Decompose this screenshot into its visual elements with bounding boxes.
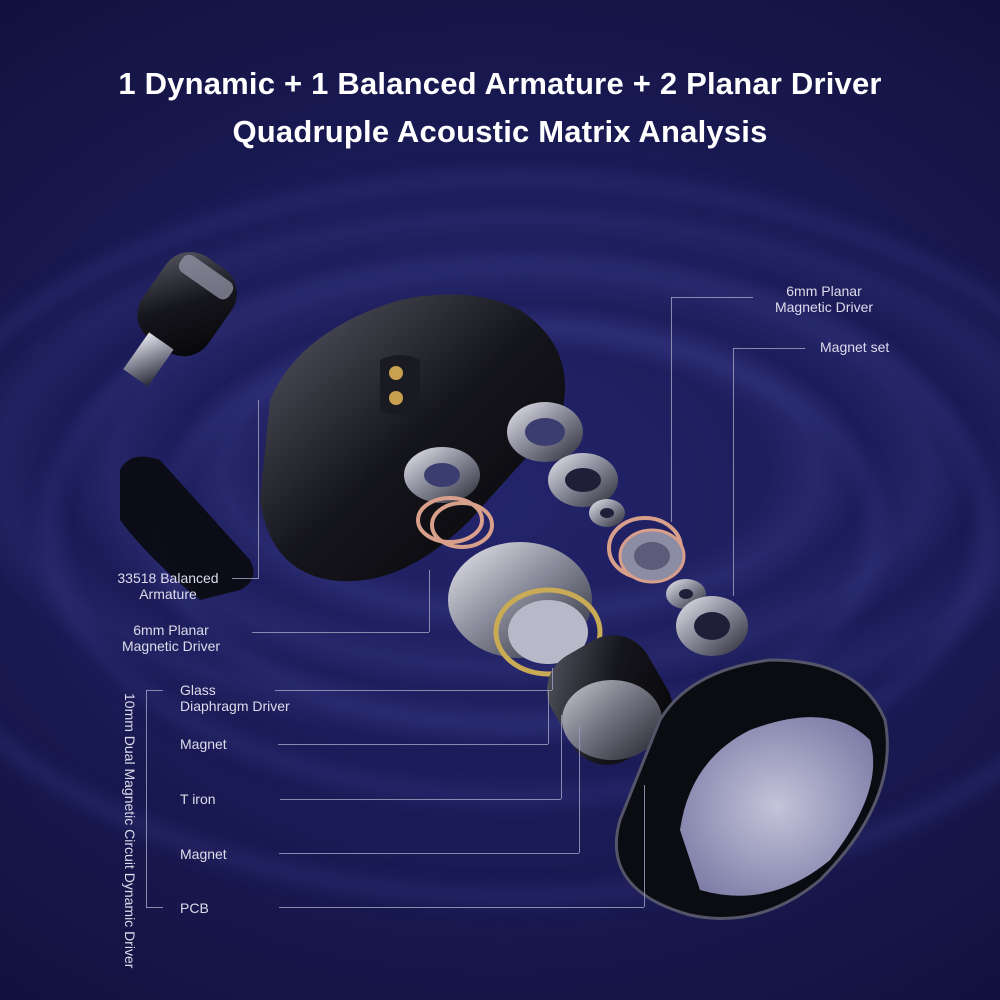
- label-line: 33518 Balanced: [117, 570, 219, 586]
- leader-line: [279, 853, 579, 854]
- leader-line: [552, 668, 553, 690]
- headline-line1: 1 Dynamic + 1 Balanced Armature + 2 Plan…: [118, 66, 882, 101]
- label-magnet-2: Magnet: [180, 846, 227, 862]
- group-bracket: [146, 690, 163, 691]
- label-pcb: PCB: [180, 900, 209, 916]
- label-magnet-set: Magnet set: [820, 339, 890, 355]
- label-line: 6mm Planar: [133, 622, 209, 638]
- group-bracket: [146, 907, 163, 908]
- leader-line: [429, 570, 430, 632]
- label-balanced-armature: 33518 Balanced Armature: [104, 570, 232, 602]
- leader-line: [548, 690, 549, 744]
- leader-line: [579, 725, 580, 853]
- label-6mm-planar-left: 6mm Planar Magnetic Driver: [106, 622, 236, 654]
- leader-line: [232, 578, 259, 579]
- leader-line: [733, 348, 734, 596]
- label-line: Diaphragm Driver: [180, 698, 290, 714]
- leader-line: [671, 297, 753, 298]
- label-line: Glass: [180, 682, 216, 698]
- leader-line: [252, 632, 429, 633]
- label-glass-diaphragm: Glass Diaphragm Driver: [180, 682, 290, 714]
- label-t-iron: T iron: [180, 791, 216, 807]
- group-bracket: [146, 690, 147, 908]
- group-label-text: 10mm Dual Magnetic Circuit Dynamic Drive…: [122, 693, 138, 969]
- leader-line: [278, 744, 548, 745]
- label-line: Magnetic Driver: [774, 299, 874, 315]
- leader-line: [279, 907, 644, 908]
- label-line: Magnetic Driver: [121, 638, 221, 654]
- group-label-dynamic-driver: 10mm Dual Magnetic Circuit Dynamic Drive…: [102, 693, 148, 969]
- connector-pin: [123, 251, 237, 387]
- label-line: Armature: [139, 586, 197, 602]
- leader-line: [733, 348, 805, 349]
- leader-line: [280, 799, 561, 800]
- leader-line: [644, 785, 645, 907]
- leader-line: [258, 400, 259, 578]
- label-6mm-planar-right: 6mm Planar Magnetic Driver: [765, 283, 883, 315]
- headline-line2: Quadruple Acoustic Matrix Analysis: [232, 114, 768, 149]
- label-line: 6mm Planar: [786, 283, 862, 299]
- label-magnet-1: Magnet: [180, 736, 227, 752]
- leader-line: [671, 297, 672, 522]
- leader-line: [275, 690, 552, 691]
- leader-line: [561, 715, 562, 799]
